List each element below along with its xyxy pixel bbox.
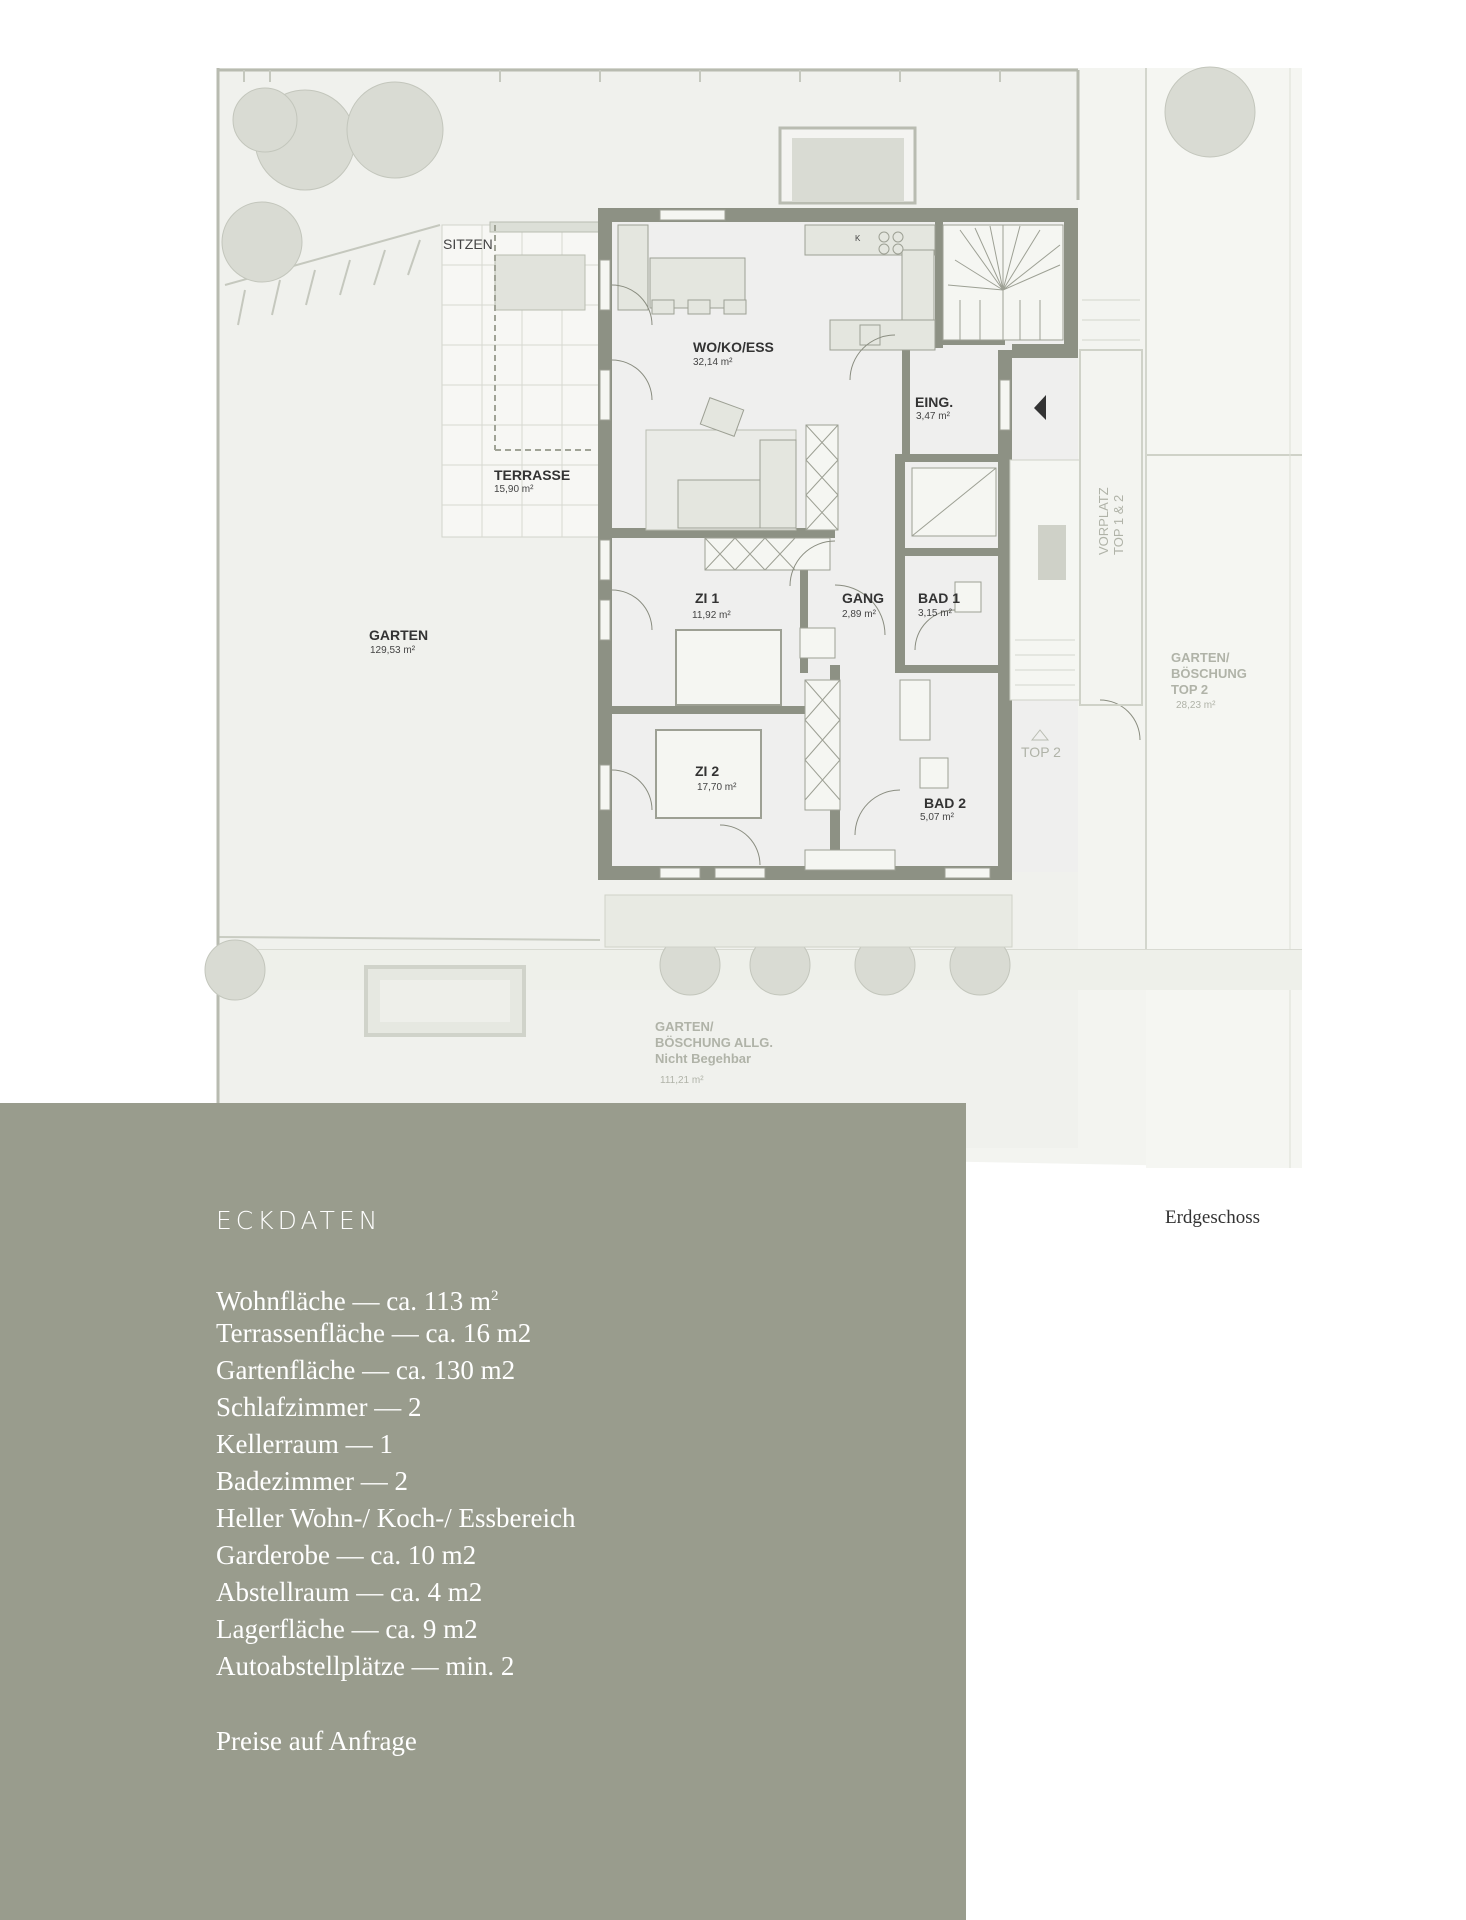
staircase: [942, 224, 1064, 341]
bed-zi2: [655, 729, 762, 819]
fact-item: Kellerraum — 1: [216, 1429, 393, 1459]
room-label-bad2: BAD 2: [924, 795, 966, 811]
room-area-zi1: 11,92 m²: [692, 610, 731, 621]
vorplatz-label: VORPLATZ: [1096, 487, 1111, 555]
fact-item: Heller Wohn-/ Koch-/ Essbereich: [216, 1503, 576, 1533]
room-area-eing: 3,47 m²: [916, 411, 951, 422]
garten-allg-line2: BÖSCHUNG ALLG.: [655, 1035, 773, 1050]
price-note: Preise auf Anfrage: [216, 1726, 417, 1756]
room-area-zi2: 17,70 m²: [697, 782, 737, 793]
room-area-terrasse: 15,90 m²: [494, 484, 534, 495]
fact-item: Autoabstellplätze — min. 2: [216, 1651, 515, 1681]
bed-zi1: [675, 629, 782, 706]
room-label-zi2: ZI 2: [695, 763, 719, 779]
garten-top2-line3: TOP 2: [1171, 682, 1208, 697]
room-area-garten: 129,53 m²: [370, 645, 416, 656]
garten-top2-line1: GARTEN/: [1171, 650, 1230, 665]
fact-item: Terrassenfläche — ca. 16 m2: [216, 1318, 532, 1348]
floor-label: Erdgeschoss: [1165, 1207, 1260, 1228]
fact-text: Wohnfläche — ca. 113 m: [216, 1286, 491, 1316]
fact-item: Wohnfläche — ca. 113 m2: [216, 1278, 575, 1316]
key-data-list: Wohnfläche — ca. 113 m2 Terrassenfläche …: [216, 1278, 575, 1685]
room-label-gang: GANG: [842, 590, 884, 606]
door-swings: [611, 284, 1141, 866]
room-label-garten: GARTEN: [369, 627, 428, 643]
vorplatz-sublabel: TOP 1 & 2: [1111, 495, 1126, 555]
kitchen-mark: K: [855, 234, 861, 243]
room-label-bad1: BAD 1: [918, 590, 960, 606]
trees: [204, 66, 1256, 1001]
garten-allg-line1: GARTEN/: [655, 1019, 714, 1034]
room-area-bad1: 3,15 m²: [918, 608, 953, 619]
room-area-bad2: 5,07 m²: [920, 812, 955, 823]
fact-superscript: 2: [490, 1288, 499, 1304]
panel-title: ECKDATEN: [216, 1206, 382, 1235]
entrance-arrow: [1034, 395, 1046, 420]
floor-plan: WO/KO/ESS EING. TERRASSE ZI 1 GANG BAD 1…: [204, 66, 1302, 1168]
fact-item: Badezimmer — 2: [216, 1466, 408, 1496]
fact-item: Schlafzimmer — 2: [216, 1392, 422, 1422]
floor-plan-drawing: WO/KO/ESS EING. TERRASSE ZI 1 GANG BAD 1…: [204, 66, 1302, 1168]
room-label-zi1: ZI 1: [695, 590, 719, 606]
garten-top2-line2: BÖSCHUNG: [1171, 666, 1247, 681]
room-area-wokoess: 32,14 m²: [693, 357, 733, 368]
fact-item: Abstellraum — ca. 4 m2: [216, 1577, 483, 1607]
room-label-terrasse: TERRASSE: [494, 467, 570, 483]
garten-allg-area: 111,21 m²: [660, 1075, 704, 1086]
sitzen-label: SITZEN: [443, 236, 493, 252]
room-area-gang: 2,89 m²: [842, 609, 877, 620]
fact-item: Garderobe — ca. 10 m2: [216, 1540, 477, 1570]
room-label-wokoess: WO/KO/ESS: [693, 339, 774, 355]
fact-item: Gartenfläche — ca. 130 m2: [216, 1355, 516, 1385]
room-label-eing: EING.: [915, 394, 953, 410]
fact-item: Lagerfläche — ca. 9 m2: [216, 1614, 478, 1644]
garten-allg-line3: Nicht Begehbar: [655, 1051, 751, 1066]
garten-top2-area: 28,23 m²: [1176, 700, 1216, 711]
top2-marker: TOP 2: [1021, 744, 1061, 760]
key-data-panel: [0, 1103, 966, 1920]
wardrobes: [704, 424, 931, 871]
